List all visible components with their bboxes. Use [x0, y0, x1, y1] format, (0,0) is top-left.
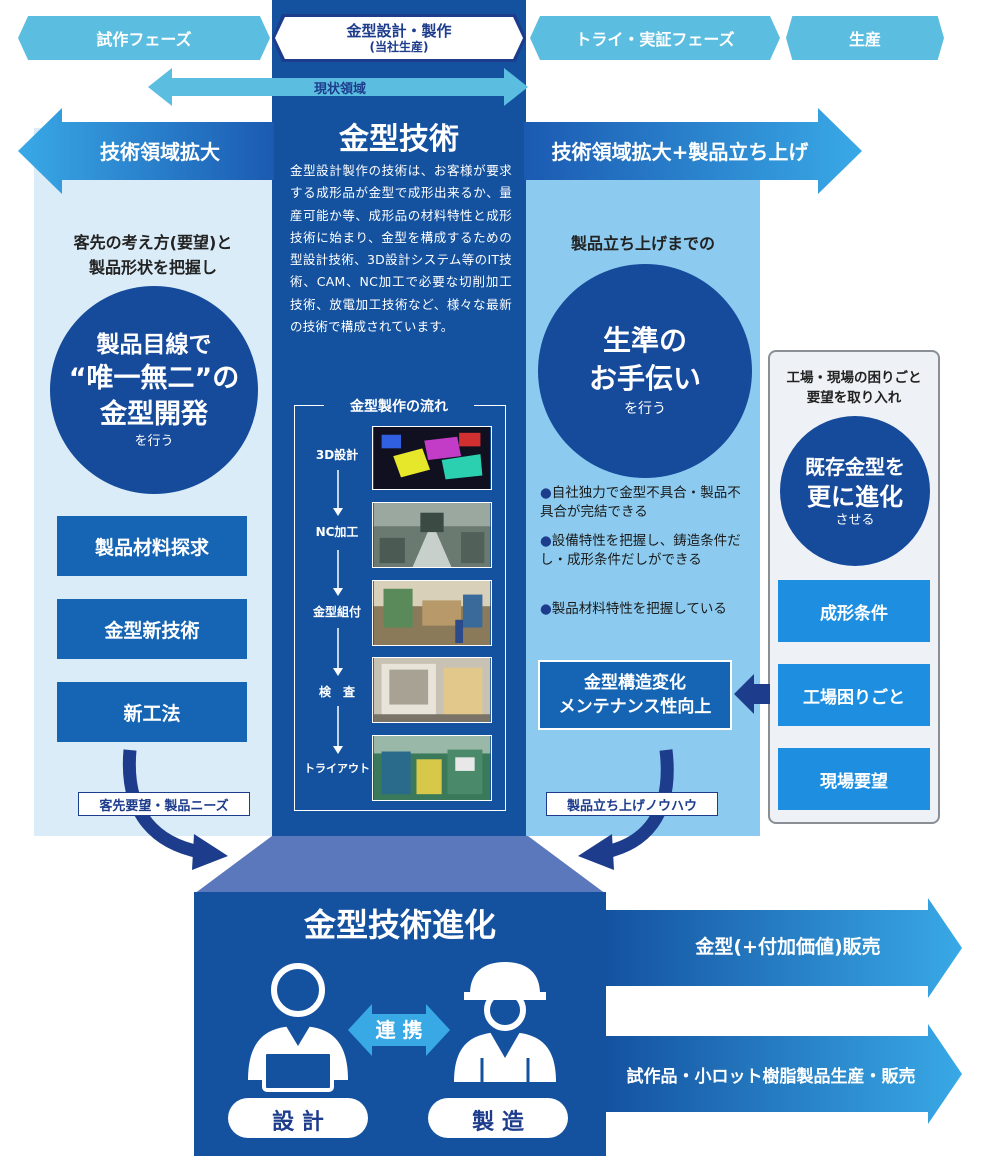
worker-icon	[454, 962, 556, 1082]
left-box-new-tech: 金型新技術	[57, 599, 247, 659]
right-bullet-3-text: 製品材料特性を把握している	[551, 601, 727, 617]
far-right-box-field: 現場要望	[778, 748, 930, 810]
far-right-box-factory: 工場困りごと	[778, 664, 930, 726]
left-circle-line3: 金型開発	[100, 399, 208, 430]
bullet-dot-icon: ●	[540, 485, 552, 501]
collab-label: 連 携	[375, 1018, 423, 1042]
phase-prototype: 試作フェーズ	[18, 16, 270, 60]
change-box: 金型構造変化 メンテナンス性向上	[538, 660, 732, 730]
center-title: 金型技術	[339, 122, 459, 157]
right-expand-arrow	[524, 108, 862, 194]
flow-title: 金型製作の流れ	[324, 396, 474, 416]
far-right-circle-line1: 既存金型を	[805, 455, 905, 479]
collab-arrow	[348, 1004, 450, 1056]
left-box-new-method: 新工法	[57, 682, 247, 742]
right-circle-line1: 生準の	[602, 324, 687, 357]
photo-tryout	[372, 735, 492, 801]
left-expand-arrow	[18, 108, 274, 194]
far-right-header-line1: 工場・現場の困りごと	[786, 370, 922, 386]
flow-arrows	[333, 470, 343, 754]
phase-production: 生産	[786, 16, 944, 60]
far-right-header-line2: 要望を取り入れ	[806, 390, 902, 406]
photo-nc-machining	[372, 502, 492, 568]
left-circle-line2: “唯一無二”の	[68, 363, 240, 394]
phase-trial: トライ・実証フェーズ	[530, 16, 780, 60]
flow-step-assembly: 金型組付	[312, 605, 361, 619]
bullet-dot-icon: ●	[540, 601, 552, 617]
left-circle-line4: を行う	[134, 434, 174, 449]
design-label: 設 計	[272, 1110, 324, 1135]
sale-2-label: 試作品・小ロット樹脂製品生産・販売	[626, 1067, 916, 1087]
needs-label: 客先要望・製品ニーズ	[78, 792, 250, 816]
far-right-to-change-arrow	[734, 674, 770, 714]
change-line1: 金型構造変化	[584, 673, 686, 693]
phase-trial-label: トライ・実証フェーズ	[575, 30, 735, 49]
knowhow-label: 製品立ち上げノウハウ	[546, 792, 718, 816]
flow-step-nc: NC加工	[315, 525, 359, 539]
left-circle: 製品目線で “唯一無二”の 金型開発 を行う	[50, 286, 258, 494]
flow-step-inspection: 検 査	[318, 685, 355, 699]
right-circle: 生準の お手伝い を行う	[538, 264, 752, 478]
far-right-circle-line3: させる	[835, 513, 875, 528]
phase-prototype-label: 試作フェーズ	[96, 30, 192, 49]
right-curved-arrow	[578, 749, 674, 870]
phase-mold-design-line1: 金型設計・製作	[346, 21, 452, 40]
right-bullet-2: ●設備特性を把握し、鋳造条件だし・成形条件だしができる	[540, 532, 748, 570]
left-intro-line1: 客先の考え方(要望)と	[73, 233, 233, 252]
phase-mold-design-line2: (当社生産)	[369, 39, 429, 54]
left-circle-line1: 製品目線で	[96, 332, 212, 358]
right-circle-line2: お手伝い	[588, 362, 701, 395]
sale-arrow-2	[606, 1024, 962, 1124]
funnel	[194, 836, 606, 894]
right-bullet-3: ●製品材料特性を把握している	[540, 600, 748, 619]
right-intro: 製品立ち上げまでの	[570, 234, 715, 253]
flow-step-tryout: トライアウト	[304, 762, 370, 775]
manufacture-label: 製 造	[472, 1110, 524, 1135]
right-expand-label: 技術領域拡大+製品立ち上げ	[551, 139, 809, 164]
sale-arrow-1	[606, 898, 962, 998]
right-circle-line3: を行う	[624, 401, 666, 417]
phase-mold-design: 金型設計・製作 (当社生産)	[275, 17, 523, 59]
current-domain-label: 現状領域	[313, 82, 366, 97]
left-intro: 客先の考え方(要望)と 製品形状を把握し	[34, 230, 272, 280]
phase-production-label: 生産	[848, 30, 881, 49]
left-curved-arrow	[122, 749, 228, 870]
current-domain-arrow	[148, 68, 528, 106]
right-bullet-1: ●自社独力で金型不具合・製品不具合が完結できる	[540, 484, 748, 522]
far-right-circle: 既存金型を 更に進化 させる	[780, 416, 930, 566]
right-bullet-2-text: 設備特性を把握し、鋳造条件だし・成形条件だしができる	[540, 533, 741, 568]
photo-mold-assembly	[372, 580, 492, 646]
bullet-dot-icon: ●	[540, 533, 552, 549]
left-intro-line2: 製品形状を把握し	[88, 258, 217, 277]
designer-icon	[248, 963, 348, 1092]
photo-3d-design	[372, 426, 492, 490]
center-description: 金型設計製作の技術は、お客様が要求する成形品が金型で成形出来るか、量産可能か等、…	[290, 163, 512, 335]
change-line2: メンテナンス性向上	[558, 697, 712, 717]
bottom-title: 金型技術進化	[303, 906, 496, 944]
far-right-circle-line2: 更に進化	[807, 483, 903, 511]
flow-step-3d: 3D設計	[315, 448, 359, 462]
sale-1-label: 金型(+付加価値)販売	[695, 936, 881, 958]
right-bullet-1-text: 自社独力で金型不具合・製品不具合が完結できる	[540, 485, 741, 520]
left-box-material: 製品材料探求	[57, 516, 247, 576]
far-right-box-conditions: 成形条件	[778, 580, 930, 642]
far-right-header: 工場・現場の困りごと 要望を取り入れ	[768, 368, 940, 408]
design-label-box	[228, 1098, 368, 1138]
left-expand-label: 技術領域拡大	[100, 139, 220, 164]
manufacture-label-box	[428, 1098, 568, 1138]
photo-inspection	[372, 657, 492, 723]
